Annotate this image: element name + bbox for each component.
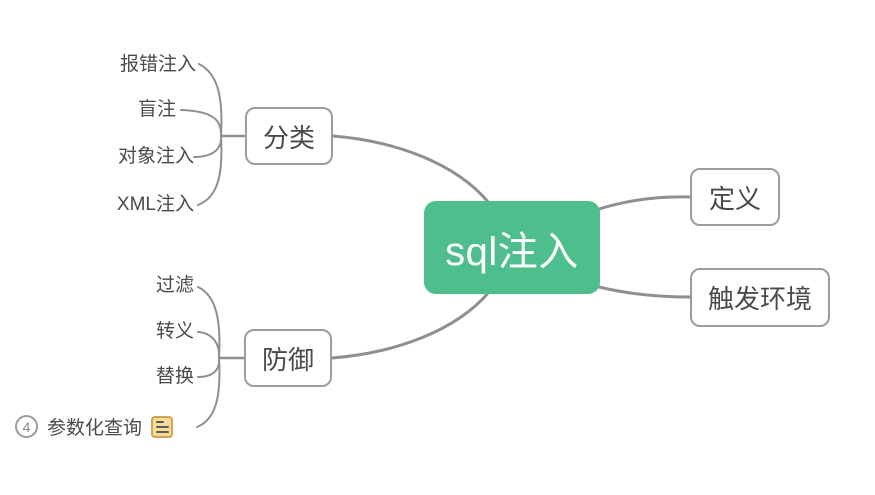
leaf-xml-injection[interactable]: XML注入: [116, 194, 194, 215]
central-topic-label: sql注入: [445, 229, 579, 274]
topic-defense-label: 防御: [261, 344, 314, 375]
central-topic[interactable]: sql注入: [424, 201, 600, 294]
note-icon-line: [156, 430, 170, 433]
leaf-escape[interactable]: 转义: [155, 321, 194, 342]
leaf-parameterized-query-label: 参数化查询: [47, 418, 143, 439]
note-icon-line: [156, 425, 170, 428]
topic-classification[interactable]: 分类: [245, 107, 333, 165]
priority-badge[interactable]: 4: [15, 415, 38, 438]
leaf-error-injection[interactable]: 报错注入: [119, 54, 196, 75]
topic-definition[interactable]: 定义: [690, 168, 780, 226]
topic-defense[interactable]: 防御: [244, 329, 332, 387]
topic-classification-label: 分类: [262, 122, 315, 153]
leaf-replace[interactable]: 替换: [155, 366, 194, 387]
leaf-blind-injection[interactable]: 盲注: [137, 99, 176, 120]
topic-trigger-environment[interactable]: 触发环境: [690, 268, 830, 327]
topic-definition-label: 定义: [708, 183, 761, 214]
note-icon-line: [156, 420, 165, 423]
leaf-object-injection[interactable]: 对象注入: [117, 146, 194, 167]
leaf-filter[interactable]: 过滤: [155, 275, 194, 296]
note-icon[interactable]: [151, 415, 174, 438]
leaf-parameterized-query[interactable]: 4 参数化查询: [15, 413, 174, 440]
topic-trigger-environment-label: 触发环境: [707, 284, 812, 314]
